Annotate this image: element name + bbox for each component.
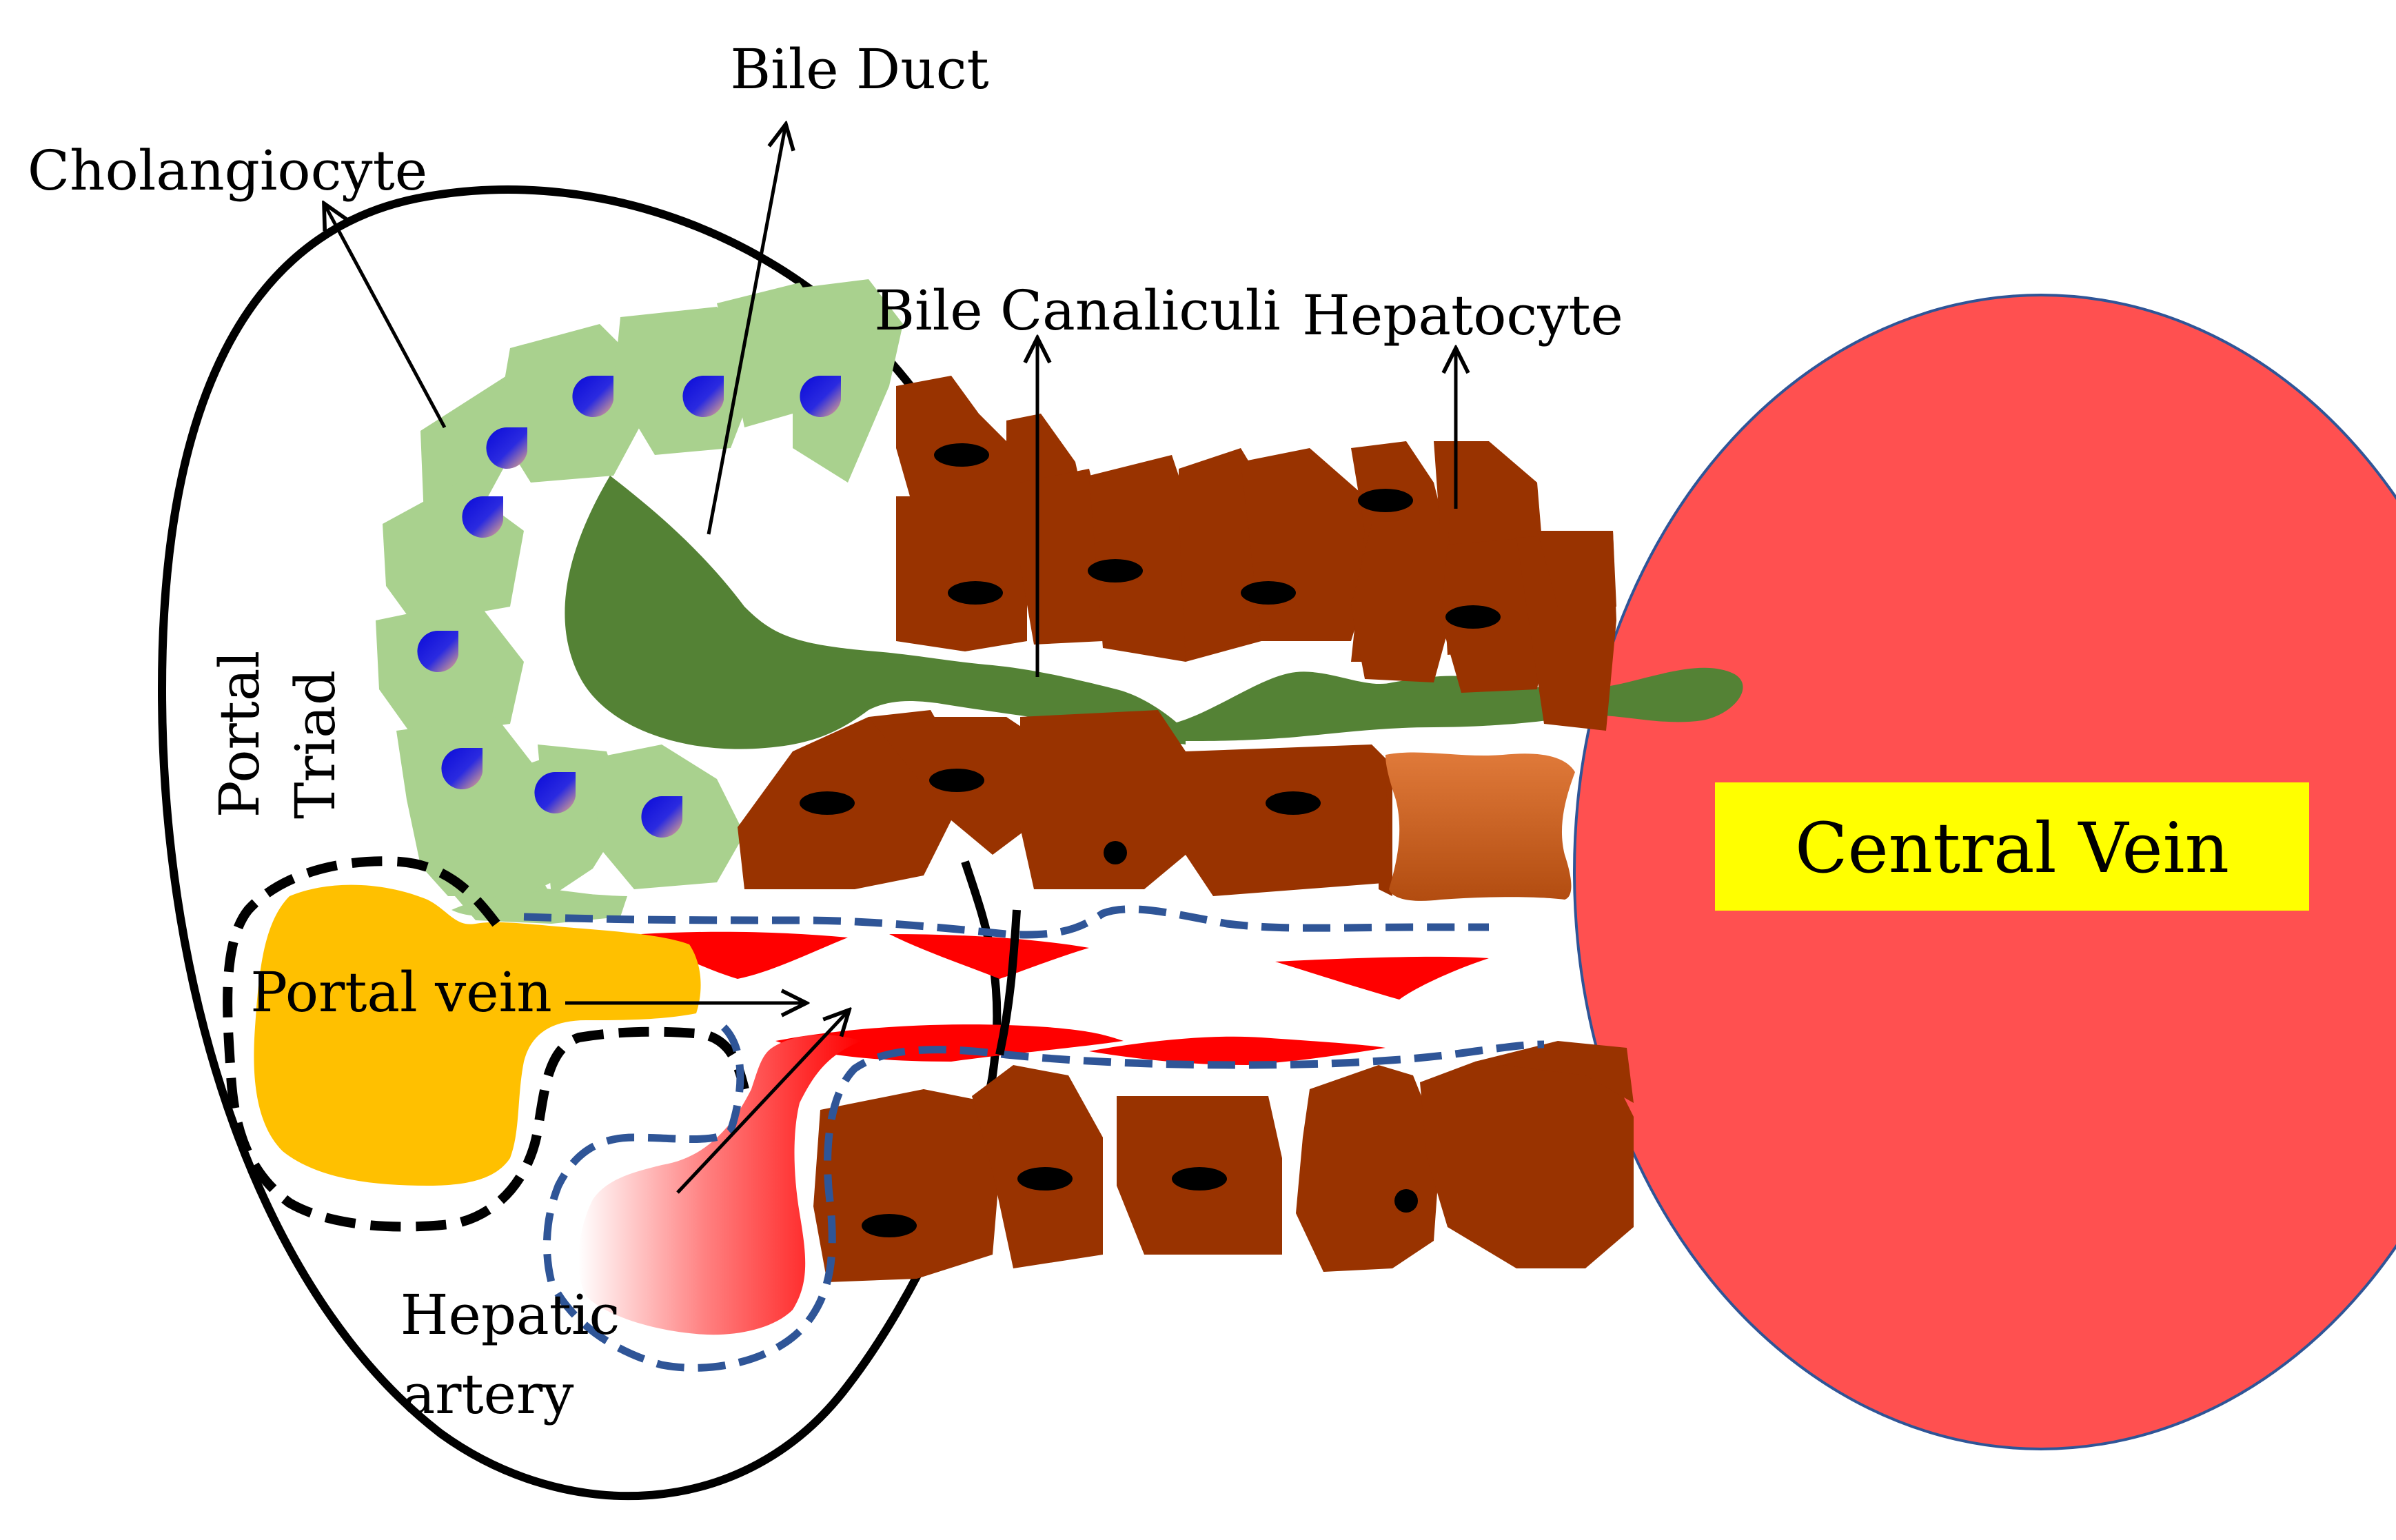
portal-vein-label: Portal vein bbox=[250, 960, 552, 1024]
bile-duct-label: Bile Duct bbox=[730, 37, 988, 101]
hepatocyte-cells bbox=[738, 376, 1634, 1282]
hepatocyte-nuclei bbox=[800, 443, 1501, 1237]
hepatic-artery-arrow bbox=[676, 1010, 849, 1194]
portal-vein-boundary bbox=[223, 856, 749, 1232]
central-vein-label: Central Vein bbox=[1795, 808, 2229, 889]
cholangiocyte-arrow bbox=[324, 203, 447, 429]
cholangiocyte-extension bbox=[451, 891, 627, 917]
central-vein: Central Vein bbox=[1573, 294, 2396, 1450]
hepatocyte-label: Hepatocyte bbox=[1302, 283, 1623, 347]
hepatic-artery bbox=[578, 1035, 862, 1335]
portal-label: Portal bbox=[207, 651, 272, 818]
sinusoidal-boundary bbox=[523, 905, 1545, 1372]
triad-label: Triad bbox=[283, 670, 347, 819]
bile-duct-arrow bbox=[707, 124, 786, 535]
cholangiocyte-label: Cholangiocyte bbox=[28, 139, 427, 203]
hepatocyte-highlight bbox=[1385, 752, 1575, 901]
artery-label: artery bbox=[403, 1362, 574, 1426]
hepatic-label: Hepatic bbox=[400, 1283, 620, 1347]
portal-vein bbox=[254, 884, 701, 1186]
portal-triad-outline-segment bbox=[995, 909, 1021, 1056]
annotation-arrows bbox=[324, 124, 1456, 1194]
cholangiocyte-nuclei bbox=[417, 376, 841, 838]
bile-duct bbox=[565, 476, 1743, 749]
sinusoids bbox=[641, 931, 1489, 1065]
bile-canaliculi-label: Bile Canaliculi bbox=[874, 278, 1281, 343]
central-vein-label-box bbox=[1715, 782, 2309, 911]
